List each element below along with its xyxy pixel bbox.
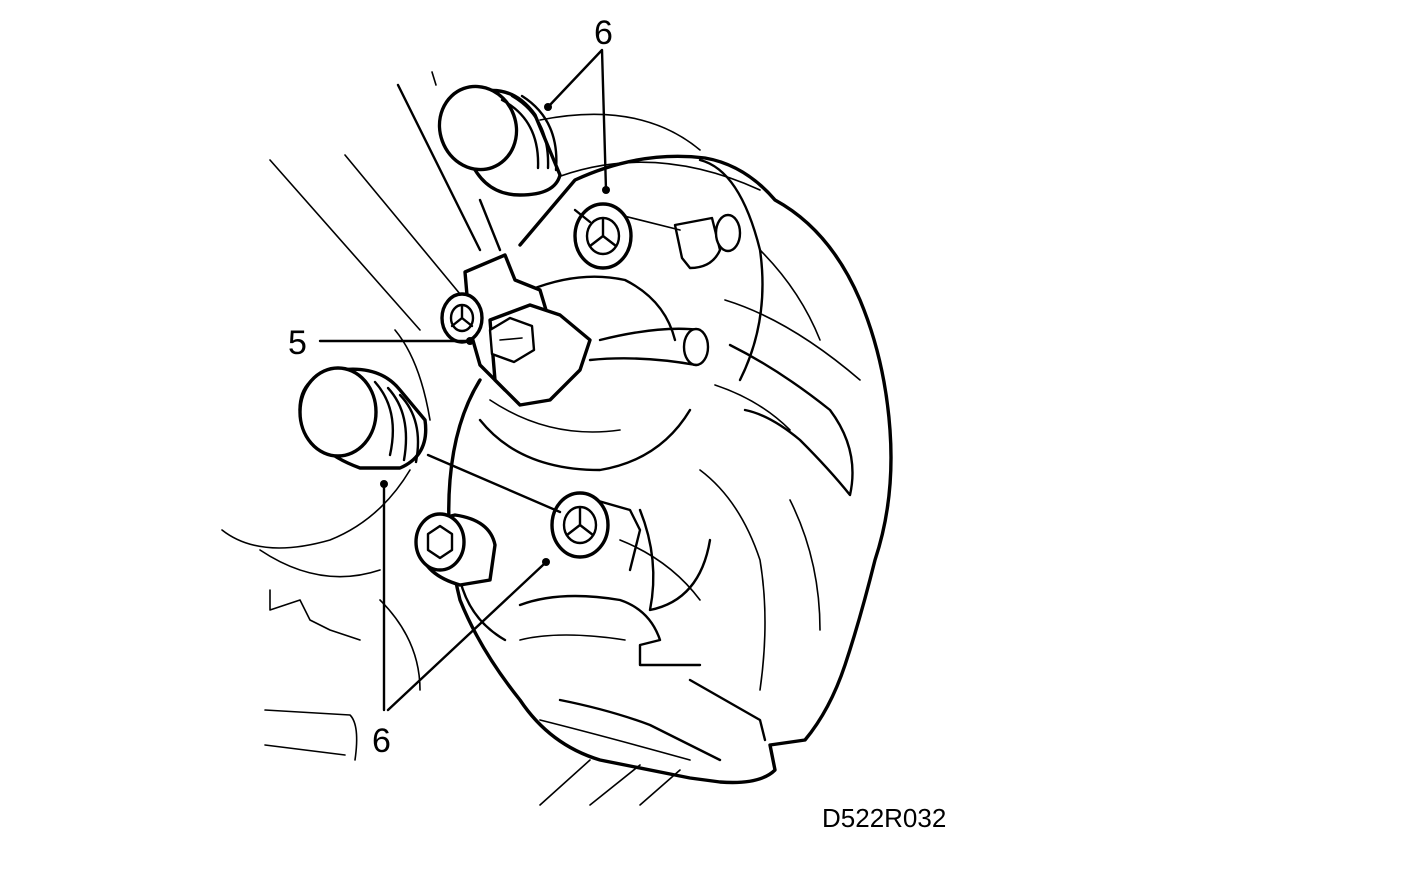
dust-cap-lower	[298, 366, 428, 470]
guide-bolt-upper	[573, 202, 633, 270]
bracket-bolt-left	[440, 292, 484, 344]
suspension-strut-lines	[221, 71, 681, 806]
dust-cap-upper	[437, 84, 562, 197]
brake-disc	[539, 113, 761, 191]
figure-id: D522R032	[822, 803, 946, 833]
brake-hose-fitting	[463, 253, 592, 407]
callout-6-top: 6	[594, 14, 613, 52]
callout-6-bottom: 6	[372, 722, 391, 760]
bracket-bolt-lower	[414, 512, 497, 587]
caliper-body	[447, 154, 893, 785]
bleed-nipple	[619, 213, 742, 270]
leader-lines	[318, 48, 610, 712]
guide-bolt-lower	[550, 491, 642, 572]
callout-5: 5	[288, 324, 307, 362]
